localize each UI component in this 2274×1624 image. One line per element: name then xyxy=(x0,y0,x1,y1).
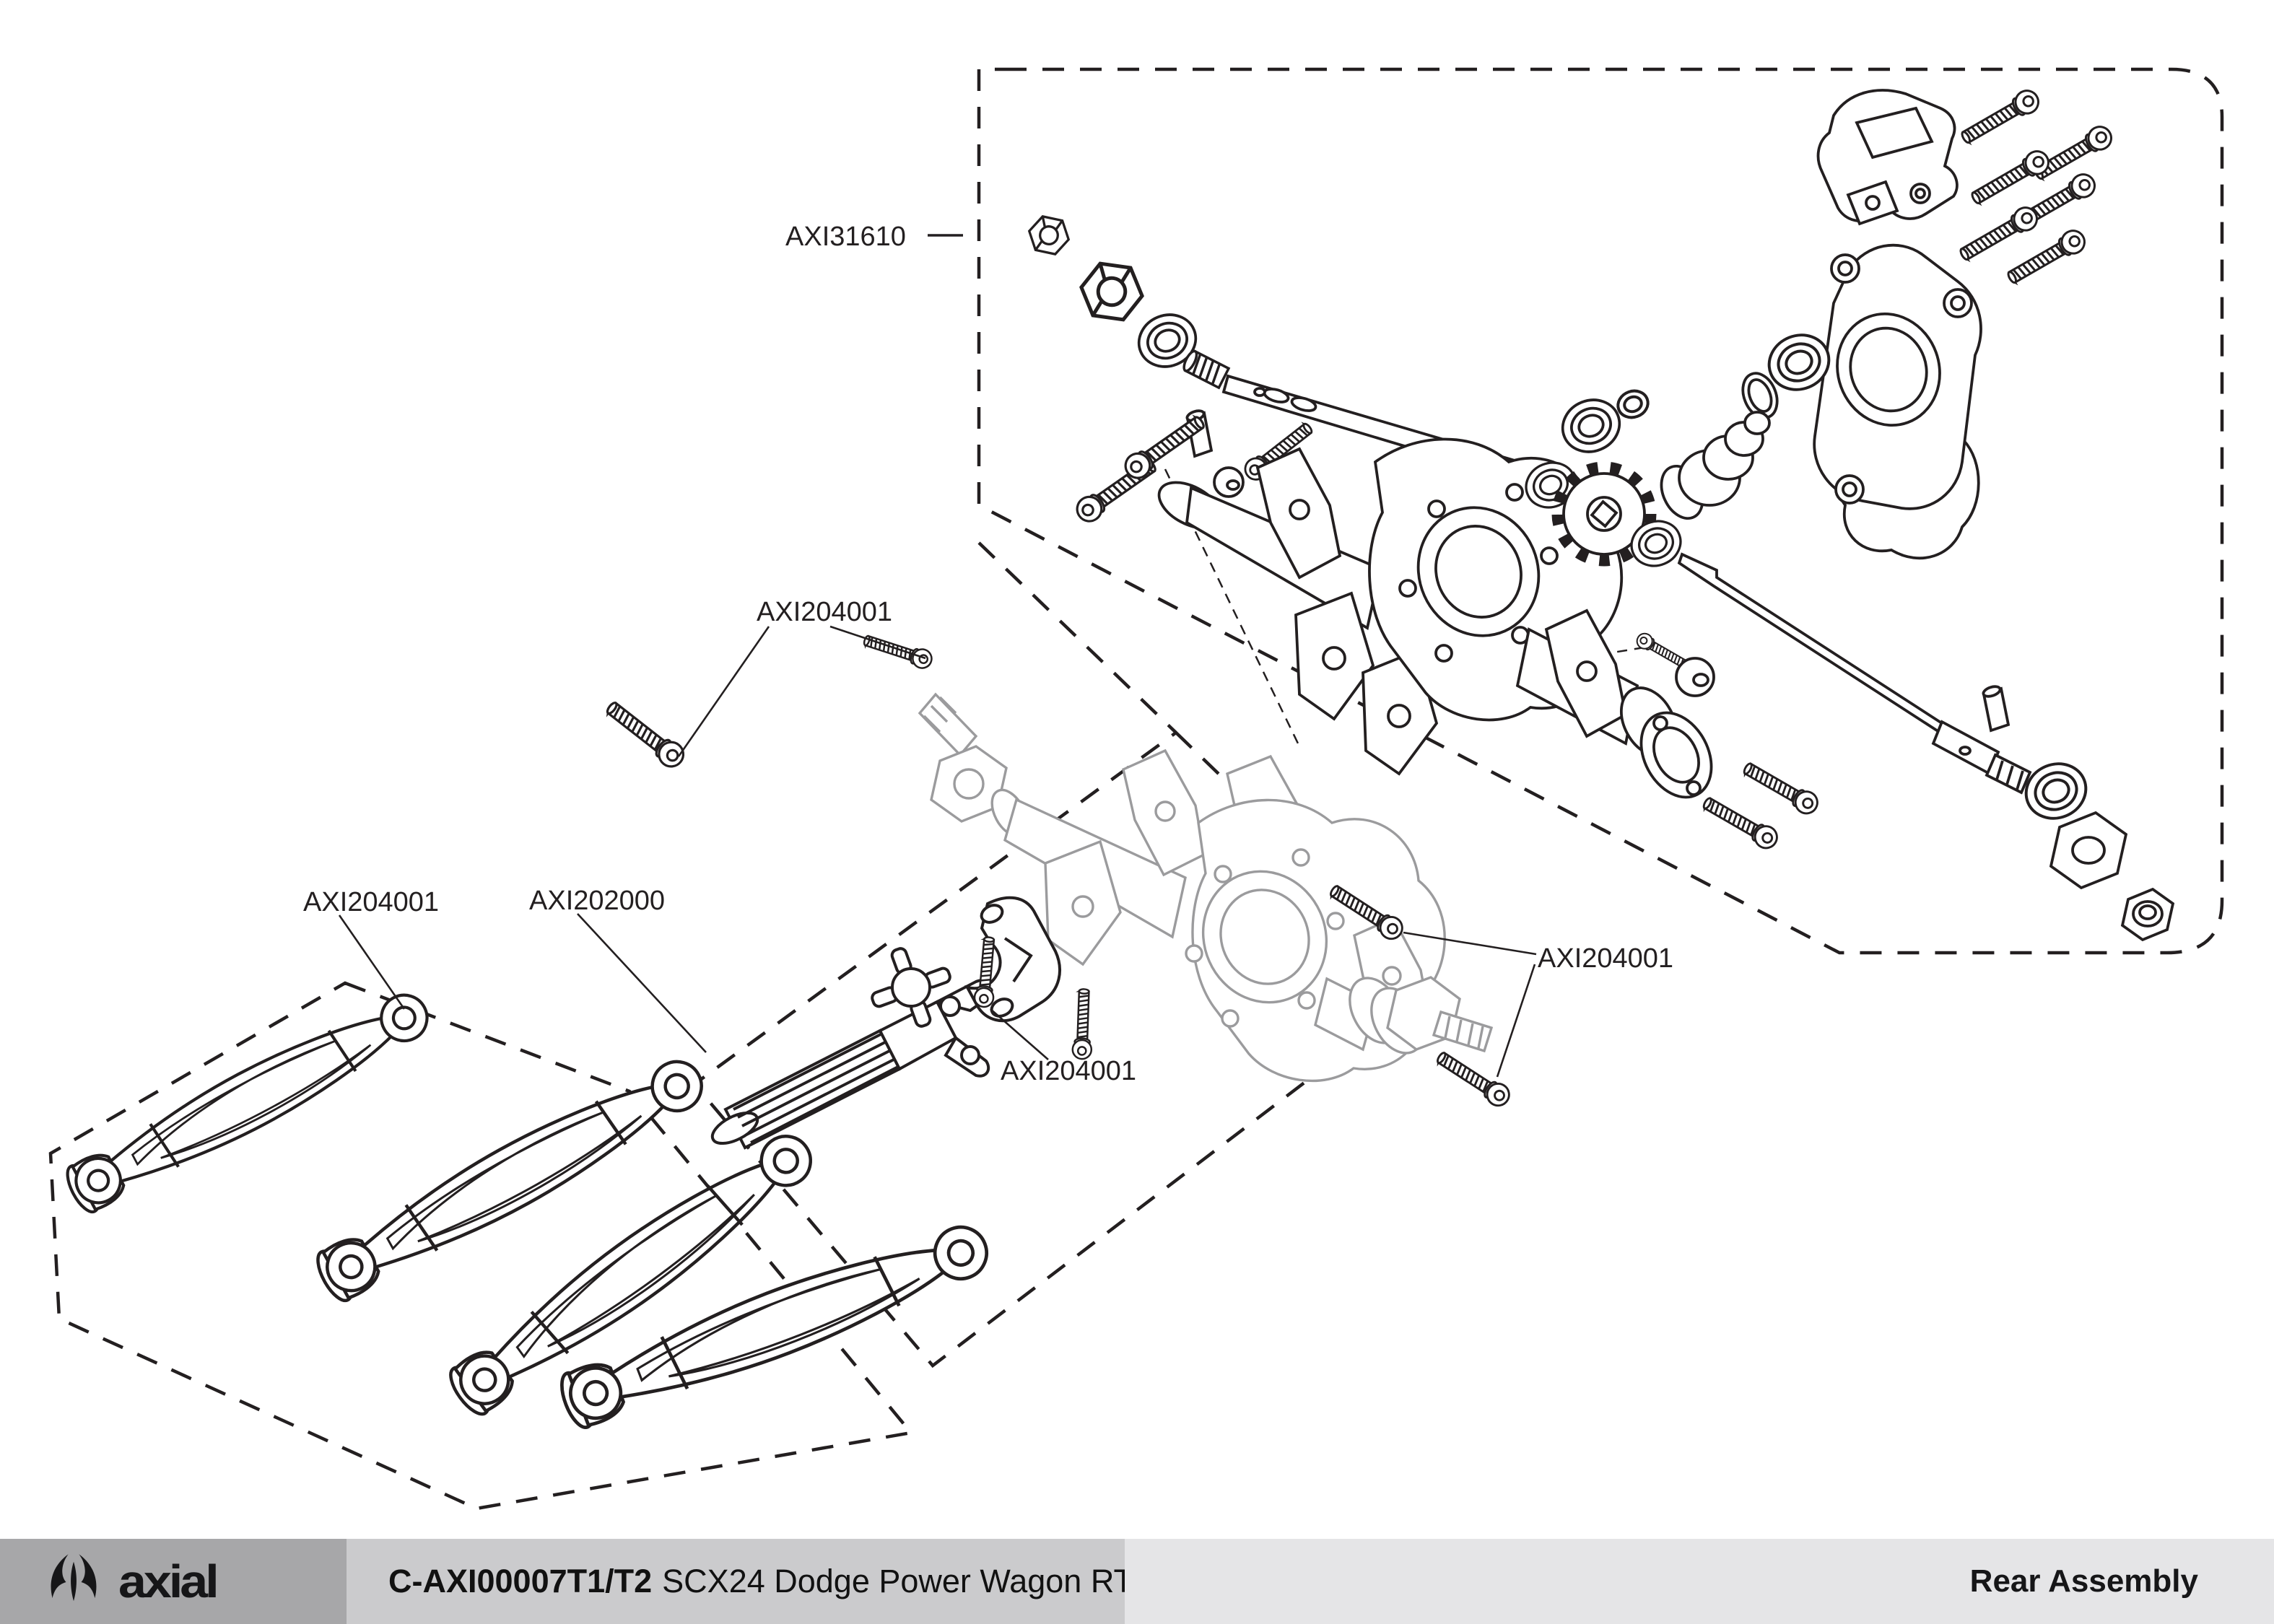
pinion-gear xyxy=(1551,461,1657,567)
group-box-driveshaft-edge xyxy=(977,541,1177,734)
label-axi204001-right: AXI204001 xyxy=(1538,943,1673,974)
lock-nut xyxy=(2120,887,2175,942)
group-box-axi31610 xyxy=(977,67,2224,955)
screw-long xyxy=(1955,202,2042,267)
footer-brand-panel: axial xyxy=(0,1539,347,1624)
axle-housing xyxy=(1157,437,1713,799)
pivot-ball xyxy=(1213,466,1245,498)
screw-long xyxy=(2003,225,2090,290)
output-shaft xyxy=(1677,552,2032,795)
hex-nut xyxy=(1024,213,1073,258)
doc-code: C-AXI00007T1/T2 xyxy=(388,1563,653,1599)
group-box-links xyxy=(48,981,915,1511)
screw xyxy=(1739,756,1823,818)
screw-long xyxy=(1956,85,2044,150)
screw-axi204001 xyxy=(601,695,689,773)
wheel-hex-left xyxy=(930,745,1028,837)
screw-axi204001 xyxy=(1432,1046,1515,1111)
axle-shaft-thread-left xyxy=(918,692,978,757)
axi31610-axle-kit xyxy=(1024,85,2175,942)
suspension-link xyxy=(60,982,437,1218)
lower-axle-assembly xyxy=(918,692,1494,1083)
label-axi204001-bottom: AXI204001 xyxy=(1001,1056,1136,1086)
leader-lines xyxy=(338,234,1537,1078)
footer-section-title: Rear Assembly xyxy=(1125,1539,2274,1624)
washer xyxy=(1613,385,1653,424)
gearbox-housing xyxy=(1813,243,1982,560)
label-axi31610: AXI31610 xyxy=(785,222,906,252)
motor-mount xyxy=(1816,89,1959,226)
driveshaft-group xyxy=(710,896,1094,1150)
wheel-hex xyxy=(2049,811,2128,890)
screw-axi204001 xyxy=(861,630,936,672)
slipper-cone-stack xyxy=(1660,411,1771,520)
rear-assembly-exploded-view: AXI31610 AXI204001 AXI204001 AXI202000 A… xyxy=(48,67,2224,1511)
bearing xyxy=(1553,390,1629,462)
screw-axi204001 xyxy=(1071,987,1094,1060)
cross-pin xyxy=(1982,685,2011,733)
label-axi204001-left: AXI204001 xyxy=(303,887,439,917)
label-axi202000: AXI202000 xyxy=(529,886,665,916)
splined-slider-shaft xyxy=(710,979,993,1150)
section-title: Rear Assembly xyxy=(1969,1563,2198,1599)
bearing xyxy=(2016,753,2096,829)
footer-bar: axial C-AXI00007T1/T2 SCX24 Dodge Power … xyxy=(0,1539,2274,1624)
axial-logo-icon xyxy=(51,1554,97,1602)
footer-doc-title: C-AXI00007T1/T2 SCX24 Dodge Power Wagon … xyxy=(347,1539,1157,1624)
hex-nut-large xyxy=(1078,261,1146,322)
ball-stud xyxy=(1675,657,1715,697)
doc-name: SCX24 Dodge Power Wagon RTR xyxy=(662,1563,1157,1599)
screw xyxy=(1699,791,1782,853)
brand-wordmark: axial xyxy=(118,1555,219,1607)
part-labels: AXI31610 AXI204001 AXI204001 AXI202000 A… xyxy=(303,222,1673,1086)
label-axi204001-top: AXI204001 xyxy=(757,597,892,627)
wheel-hex-right xyxy=(1349,976,1494,1055)
threaded-stub xyxy=(1180,348,1230,390)
tube-end-flange xyxy=(1639,711,1713,799)
